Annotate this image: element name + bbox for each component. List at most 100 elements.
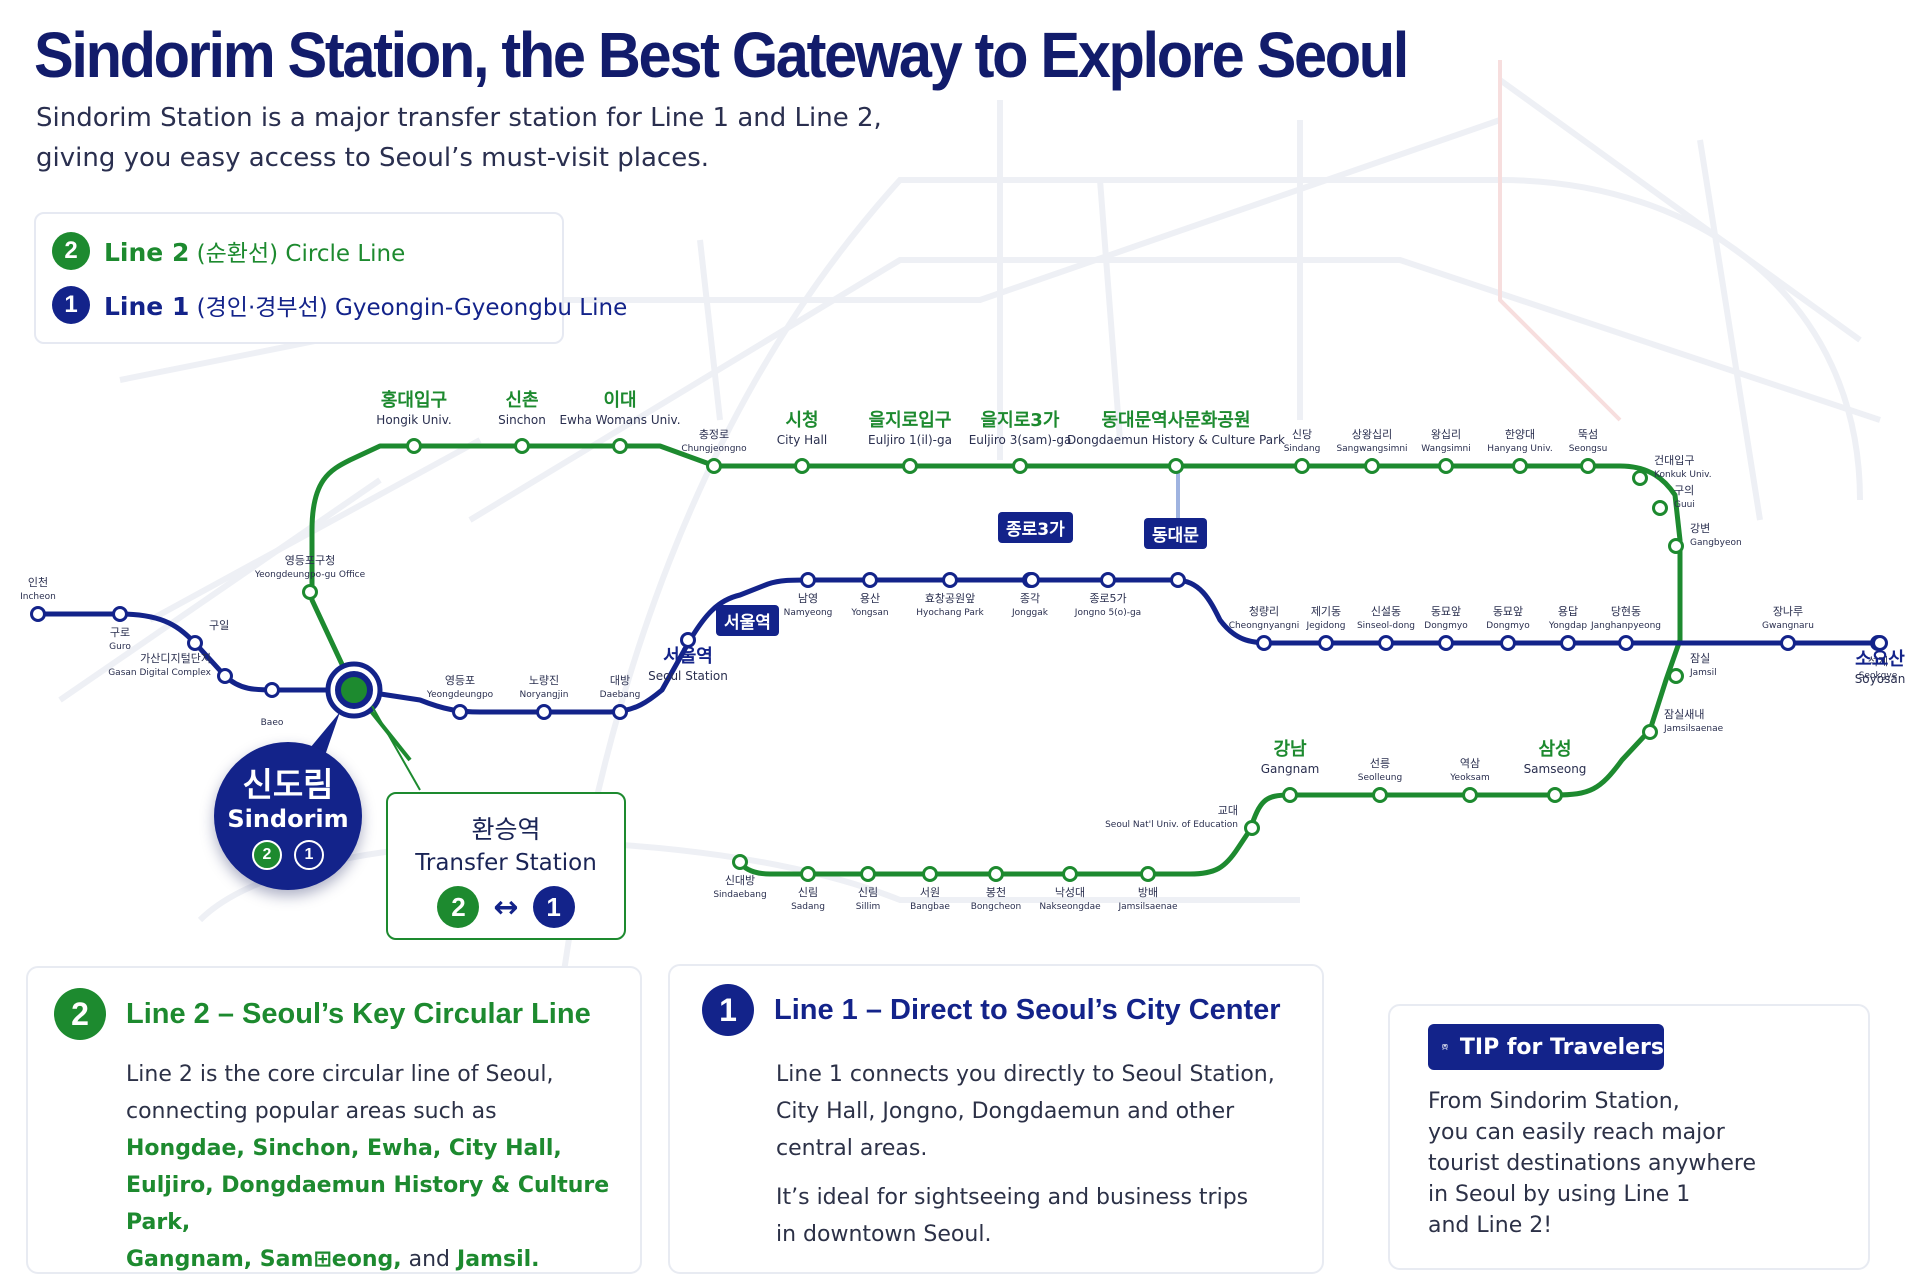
station-dot[interactable] — [1318, 635, 1334, 651]
station-dot[interactable] — [1438, 635, 1454, 651]
station-dot[interactable] — [536, 704, 552, 720]
legend-line1-korean: (경인·경부선) — [196, 295, 328, 321]
line2-route — [309, 443, 1683, 877]
station-dot[interactable] — [187, 635, 203, 651]
station-dot[interactable] — [30, 606, 46, 622]
station-label-english: Namyeong — [784, 608, 833, 618]
station-label-korean: 뚝섬 — [1578, 428, 1598, 441]
station-label-korean: 용산 — [860, 592, 880, 605]
station-dot[interactable] — [406, 438, 422, 454]
station-dot[interactable] — [1364, 458, 1380, 474]
station-label-korean: 서원 — [920, 886, 940, 899]
station-label-korean: 용답 — [1558, 605, 1578, 618]
station-dot[interactable] — [1438, 458, 1454, 474]
highlight-line: Euljiro, Dongdaemun History & Culture Pa… — [126, 1173, 610, 1235]
station-label-korean: 구로 — [110, 626, 130, 639]
transfer-korean: 환승역 — [471, 815, 541, 844]
station-dot[interactable] — [1062, 866, 1078, 882]
station-label-english: Hanyang Univ. — [1487, 444, 1552, 454]
station-dot[interactable] — [1372, 787, 1388, 803]
station-dot[interactable] — [1668, 668, 1684, 684]
station-label-korean: 남영 — [798, 592, 818, 605]
station-dot[interactable] — [800, 866, 816, 882]
station-dot[interactable] — [680, 632, 696, 648]
station-dot[interactable] — [862, 572, 878, 588]
station-dot[interactable] — [1652, 500, 1668, 516]
line1-badge: 1 — [294, 840, 324, 870]
station-dot[interactable] — [706, 458, 722, 474]
station-dot[interactable] — [732, 854, 748, 870]
station-dot[interactable] — [942, 572, 958, 588]
station-dot[interactable] — [1780, 635, 1796, 651]
body-line: Line 1 connects you directly to Seoul St… — [776, 1062, 1275, 1087]
station-label-korean: 한양대 — [1505, 428, 1535, 441]
legend-line1-english: Gyeongin-Gyeongbu Line — [335, 295, 628, 321]
station-dot[interactable] — [1872, 635, 1888, 651]
station-label-korean: 동대문역사문화공원 — [1101, 410, 1250, 431]
station-dot[interactable] — [1256, 635, 1272, 651]
station-label-english: Ewha Womans Univ. — [559, 413, 680, 427]
station-dot[interactable] — [1668, 538, 1684, 554]
station-label-english: Noryangjin — [520, 690, 569, 700]
station-dot[interactable] — [1632, 470, 1648, 486]
line1-info-card: 1 Line 1 – Direct to Seoul’s City Center… — [668, 964, 1324, 1274]
station-dot[interactable] — [1012, 458, 1028, 474]
station-label-korean: 구일 — [209, 618, 229, 632]
station-label-korean: 가산디지털단지 — [140, 652, 211, 665]
station-dot[interactable] — [112, 606, 128, 622]
station-label-english: Gangbyeon — [1690, 538, 1742, 548]
station-dot[interactable] — [1244, 820, 1260, 836]
station-label-english: Samseong — [1524, 762, 1587, 776]
tip-line: tourist destinations anywhere — [1428, 1151, 1757, 1176]
station-dot[interactable] — [800, 572, 816, 588]
body-line: in downtown Seoul. — [776, 1222, 992, 1247]
station-dot[interactable] — [1168, 458, 1184, 474]
station-label-english: Sangwangsimni — [1336, 444, 1407, 454]
station-dot[interactable] — [1500, 635, 1516, 651]
page-title: Sindorim Station, the Best Gateway to Ex… — [34, 19, 1409, 91]
station-dot[interactable] — [452, 704, 468, 720]
body-line: It’s ideal for sightseeing and business … — [776, 1185, 1249, 1210]
station-dot[interactable] — [1024, 572, 1040, 588]
station-dot[interactable] — [1547, 787, 1563, 803]
station-dot[interactable] — [514, 438, 530, 454]
station-dot[interactable] — [794, 458, 810, 474]
station-dot[interactable] — [1282, 787, 1298, 803]
station-label-english: Seoul Station — [648, 669, 728, 683]
station-label-korean: 신당 — [1292, 428, 1312, 441]
station-dot[interactable] — [1618, 635, 1634, 651]
station-dot[interactable] — [1642, 724, 1658, 740]
station-label-korean: 잠실 — [1690, 652, 1710, 665]
station-dot[interactable] — [1100, 572, 1116, 588]
station-label-korean: 교대 — [1218, 804, 1238, 817]
station-label-korean: 제기동 — [1311, 605, 1341, 618]
station-dot[interactable] — [217, 668, 233, 684]
line1-badge: 1 — [702, 984, 754, 1036]
station-label-english: Euljiro 1(il)-ga — [868, 433, 952, 447]
station-label-korean: 역삼 — [1460, 757, 1480, 770]
station-dot[interactable] — [902, 458, 918, 474]
station-dot[interactable] — [1294, 458, 1310, 474]
highlight-line: Hongdae, Sinchon, Ewha, City Hall, — [126, 1136, 562, 1161]
station-dot[interactable] — [302, 584, 318, 600]
station-dot[interactable] — [1170, 572, 1186, 588]
station-dot[interactable] — [1512, 458, 1528, 474]
station-dot[interactable] — [1140, 866, 1156, 882]
station-dot[interactable] — [860, 866, 876, 882]
station-dot[interactable] — [988, 866, 1004, 882]
station-dot[interactable] — [1560, 635, 1576, 651]
sindorim-marker[interactable]: 신도림 Sindorim 2 1 — [214, 742, 362, 890]
tip-body: From Sindorim Station, you can easily re… — [1428, 1086, 1858, 1241]
station-label-english: Janghanpyeong — [1590, 621, 1661, 631]
station-dot[interactable] — [1462, 787, 1478, 803]
station-dot[interactable] — [1378, 635, 1394, 651]
legend-line1-text: Line 1 (경인·경부선) Gyeongin-Gyeongbu Line — [104, 288, 627, 322]
station-label-english: Sadang — [791, 902, 825, 912]
station-dot[interactable] — [922, 866, 938, 882]
station-dot[interactable] — [612, 438, 628, 454]
station-dot[interactable] — [264, 682, 280, 698]
station-label-korean: 이대 — [603, 390, 636, 411]
line2-badge: 2 — [52, 232, 90, 270]
station-dot[interactable] — [1580, 458, 1596, 474]
station-dot[interactable] — [612, 704, 628, 720]
